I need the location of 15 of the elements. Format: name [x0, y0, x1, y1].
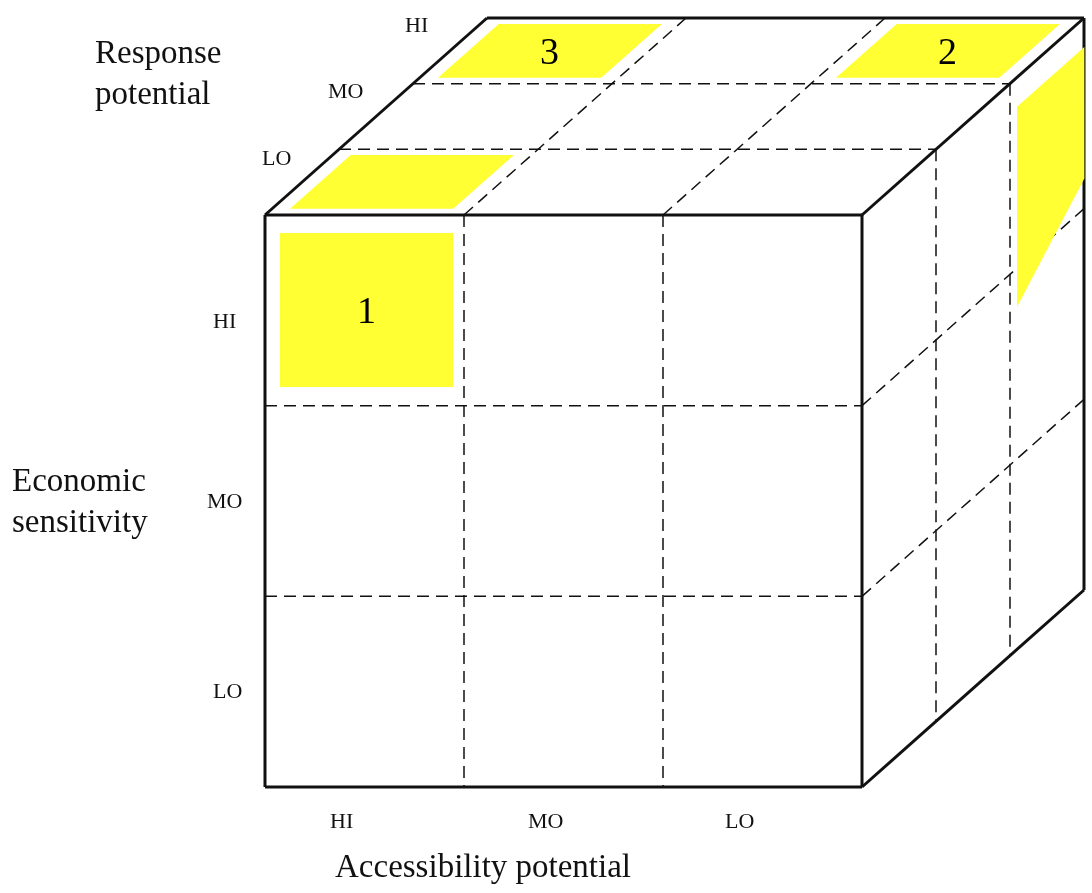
axis-tick-label: HI	[405, 12, 429, 38]
axis-title: Accessibility potential	[335, 848, 632, 885]
axis-tick-label: MO	[528, 808, 564, 834]
axis-title: Response potential	[95, 33, 223, 114]
axis-tick-label: HI	[330, 808, 354, 834]
axis-tick-label: MO	[328, 78, 364, 104]
axis-tick-label: LO	[213, 678, 243, 704]
cell-number: 2	[938, 31, 957, 70]
cell-number: 3	[540, 31, 559, 70]
axis-tick-label: MO	[207, 488, 243, 514]
axis-title: Economic sensitivity	[12, 461, 149, 542]
axis-tick-label: LO	[262, 145, 292, 171]
cell-number: 1	[357, 291, 376, 329]
axis-tick-label: HI	[213, 308, 237, 334]
axis-tick-label: LO	[725, 808, 755, 834]
